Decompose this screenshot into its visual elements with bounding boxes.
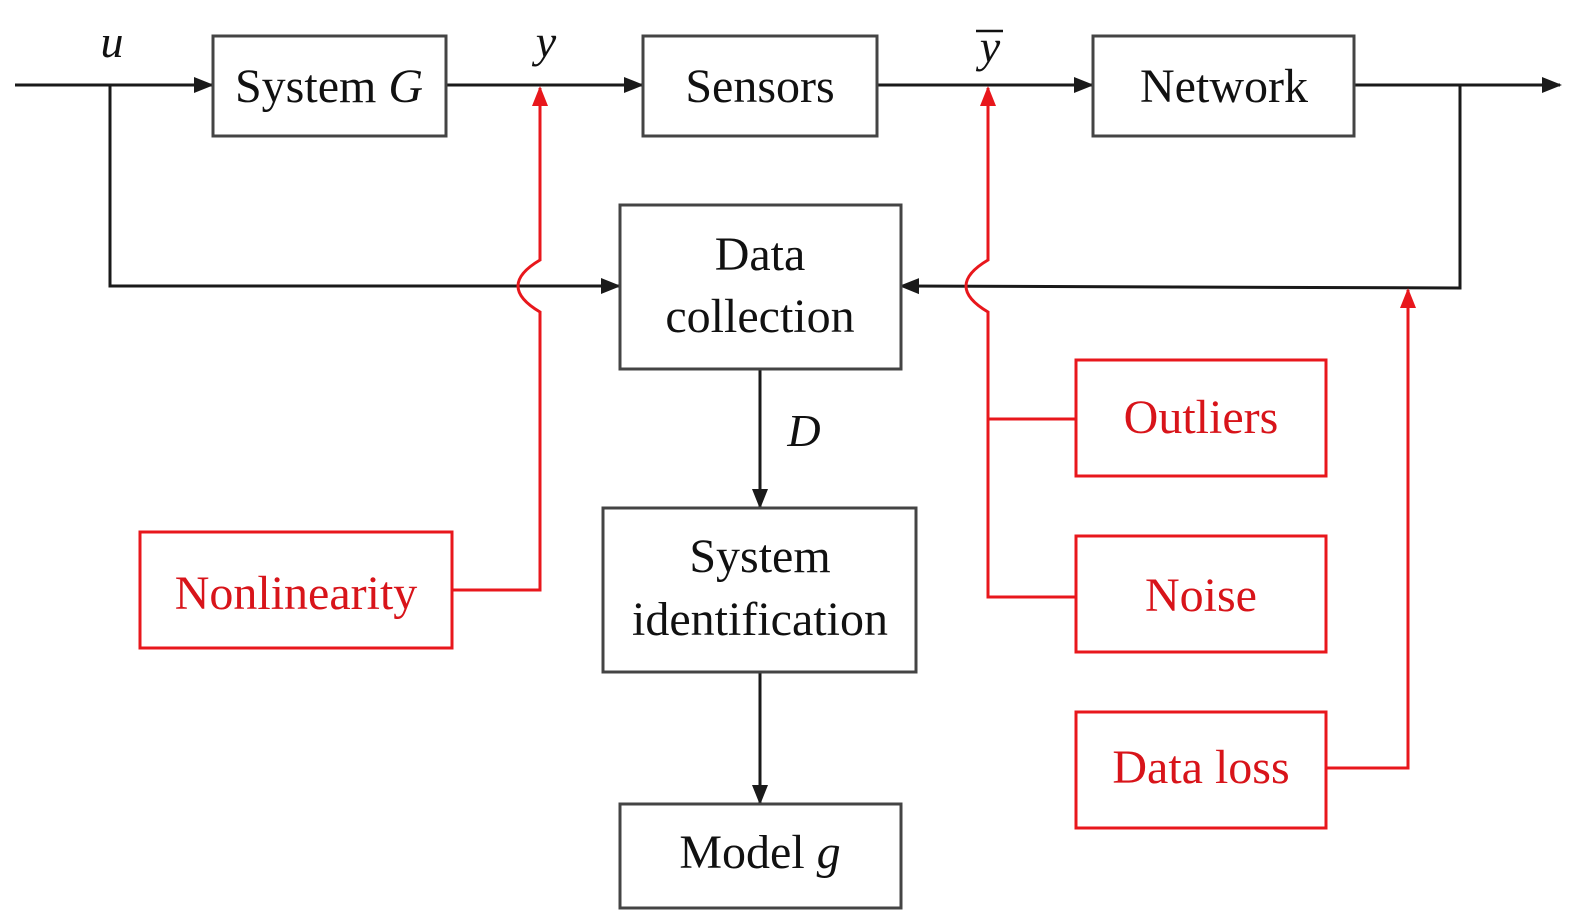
data-collection-label-line2: collection — [665, 290, 854, 343]
outliers-block: Outliers — [1074, 358, 1328, 478]
model-block: Model g — [618, 802, 903, 910]
model-symbol: g — [817, 826, 841, 879]
model-block-label: Model — [679, 826, 816, 879]
outliers-label: Outliers — [1124, 391, 1279, 444]
svg-text:System G: System G — [235, 60, 423, 113]
sensors-block: Sensors — [641, 34, 879, 138]
network-block: Network — [1091, 34, 1356, 138]
nonlinearity-label: Nonlinearity — [175, 567, 418, 620]
data-loss-block: Data loss — [1074, 710, 1328, 830]
system-identification-label-line1: System — [689, 530, 830, 583]
signal-d-label: D — [786, 405, 820, 456]
data-collection-label-line1: Data — [715, 228, 806, 281]
system-block-label: System — [235, 60, 388, 113]
signal-u-label: u — [101, 16, 124, 67]
system-identification-block: System identification — [601, 506, 918, 674]
system-symbol: G — [388, 60, 423, 113]
wire-nonlinearity-to-output — [452, 86, 548, 592]
system-block: System G — [211, 34, 448, 138]
wire-network-to-data-collection — [899, 85, 1462, 295]
noise-block: Noise — [1074, 534, 1328, 654]
wire-input-to-data-collection — [108, 85, 621, 294]
noise-label: Noise — [1145, 569, 1257, 622]
system-identification-label-line2: identification — [632, 593, 888, 646]
network-block-label: Network — [1140, 60, 1308, 113]
signal-y-bar-label: y — [976, 21, 1003, 72]
wire-data-loss-to-network-link — [1326, 288, 1416, 770]
data-loss-label: Data loss — [1112, 741, 1289, 794]
signal-y-bar-text: y — [976, 21, 1001, 72]
svg-text:Model g: Model g — [679, 826, 840, 879]
sensors-block-label: Sensors — [685, 60, 834, 113]
signal-y-label: y — [532, 16, 557, 67]
nonlinearity-block: Nonlinearity — [138, 530, 454, 650]
wire-noise-outliers-to-measured-output — [964, 86, 1076, 599]
data-collection-block: Data collection — [618, 203, 903, 371]
